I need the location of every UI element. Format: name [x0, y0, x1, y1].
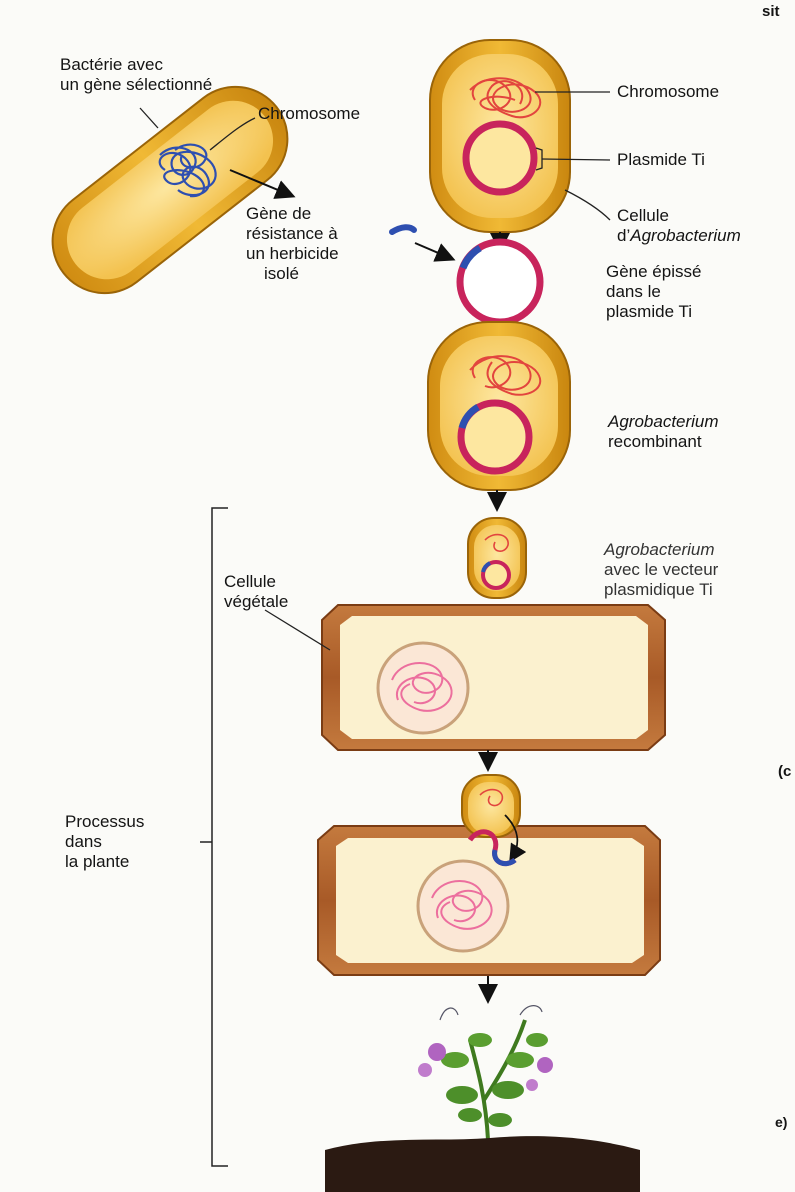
label-corner-fragment: sit [762, 2, 780, 22]
label-vector-italic: Agrobacterium [604, 540, 718, 560]
plant-cell-1 [322, 605, 665, 750]
label-recombinant: Agrobacterium recombinant [608, 412, 719, 452]
label-chromosome-left: Chromosome [258, 104, 360, 124]
label-vector-text: avec le vecteur plasmidique Ti [604, 560, 718, 600]
label-agro-cell-line2: d’Agrobacterium [617, 226, 795, 246]
label-selected-bacterium: Bactérie avec un gène sélectionné [60, 55, 212, 95]
label-agro-cell-line1: Cellule [617, 206, 795, 226]
plant-nucleus-1 [378, 643, 468, 733]
soil [325, 1136, 640, 1192]
label-agro-cell-italic: Agrobacterium [630, 226, 741, 245]
attached-agrobacterium [462, 775, 520, 837]
label-resistance-line2: résistance à [246, 224, 396, 244]
label-ti-plasmid: Plasmide Ti [617, 150, 705, 170]
bacterium-label-pointer [140, 108, 158, 128]
label-spliced-gene: Gène épissé dans le plasmide Ti [606, 262, 701, 322]
label-resistance-line4: isolé [246, 264, 396, 284]
plant-nucleus-2 [418, 861, 508, 951]
transgenic-plant [418, 1006, 553, 1140]
gene-to-plasmid-arrow [415, 243, 450, 258]
plant-cell-label-pointer [265, 610, 330, 650]
label-chromosome-right: Chromosome [617, 82, 719, 102]
label-recombinant-italic: Agrobacterium [608, 412, 719, 432]
label-process-in-plant: Processus dans la plante [65, 812, 144, 872]
label-vector: Agrobacterium avec le vecteur plasmidiqu… [604, 540, 718, 600]
label-edge-c: (c [778, 762, 791, 782]
label-agro-cell-prefix: d’ [617, 226, 630, 245]
label-edge-e: e) [775, 1112, 787, 1132]
label-resistance-line3: un herbicide [246, 244, 396, 264]
agro-cell-pointer [565, 190, 610, 220]
label-resistance-line1: Gène de [246, 204, 396, 224]
label-plant-cell: Cellule végétale [224, 572, 288, 612]
label-resistance-gene: Gène de résistance à un herbicide isolé [246, 204, 396, 284]
label-agro-cell: Cellule d’Agrobacterium [617, 206, 795, 246]
label-recombinant-text: recombinant [608, 432, 719, 452]
ti-plasmid-top [466, 124, 534, 192]
